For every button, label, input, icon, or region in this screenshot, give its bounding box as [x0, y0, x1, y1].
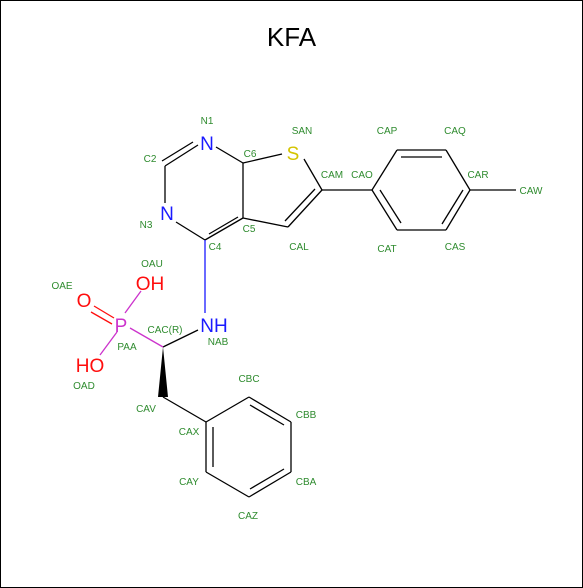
bond-cbc-cbb-double: [249, 404, 285, 426]
bond-cat-cao: [371, 189, 398, 231]
bond-n1-c2: [164, 144, 199, 167]
bonds: [90, 141, 516, 498]
bond-caz-cay: [205, 471, 250, 498]
label-cax: CAX: [179, 427, 200, 438]
label-caq: CAQ: [444, 126, 466, 137]
label-oae: OAE: [51, 281, 72, 292]
bond-paa-oae-double: [90, 311, 113, 325]
label-car: CAR: [467, 170, 488, 181]
label-cap: CAP: [377, 126, 398, 137]
element-p: P: [115, 316, 128, 337]
label-nab: NAB: [208, 337, 229, 348]
bond-caq-car: [445, 149, 471, 191]
label-cal: CAL: [289, 242, 309, 253]
bond-nab-cac: [162, 329, 199, 348]
molecule-title: KFA: [266, 22, 317, 52]
label-cao: CAO: [351, 170, 373, 181]
label-c2: C2: [144, 154, 157, 165]
bond-car-cas-double: [441, 189, 464, 225]
label-san: SAN: [292, 126, 313, 137]
label-cas: CAS: [445, 242, 466, 253]
bond-paa-oad: [99, 331, 118, 356]
bond-cba-caz: [248, 471, 292, 498]
bond-cam-cal: [287, 189, 323, 228]
atom-labels: N1 C2 N3 C4 C5 C6 SAN CAM CAL CAO CAP CA…: [51, 116, 543, 522]
label-cba: CBA: [296, 477, 317, 488]
label-oad: OAD: [73, 381, 95, 392]
label-c5: C5: [243, 224, 256, 235]
bond-c4-c5-double: [208, 216, 239, 235]
element-s: S: [287, 144, 300, 165]
element-o-double: O: [77, 291, 92, 312]
label-cav: CAV: [136, 404, 156, 415]
label-c6: C6: [244, 149, 257, 160]
bond-cba-caz-double: [249, 468, 285, 490]
element-nh: NH: [200, 316, 227, 337]
bond-cao-cap: [371, 149, 398, 191]
bond-paa-oau: [124, 290, 142, 314]
bond-s-cam: [303, 158, 323, 191]
label-cay: CAY: [179, 477, 199, 488]
bond-n1-c2-double: [161, 141, 194, 162]
bond-paa-oae: [93, 305, 115, 319]
element-n1: N: [200, 134, 214, 155]
label-cam: CAM: [321, 170, 343, 181]
bond-c4-c5: [204, 217, 244, 241]
label-cac: CAC(R): [148, 325, 183, 336]
label-caw: CAW: [520, 186, 544, 197]
bond-cat-cao-double: [379, 189, 402, 224]
bond-cac-paa: [129, 327, 164, 348]
wedge-cac-cav: [158, 347, 168, 397]
label-paa: PAA: [117, 342, 137, 353]
bond-n3-c4: [175, 221, 206, 241]
bond-cax-cbc: [205, 396, 250, 423]
label-oau: OAU: [141, 259, 163, 270]
element-oh-bottom: HO: [76, 356, 105, 377]
bond-c6-s: [242, 153, 283, 164]
label-caz: CAZ: [238, 511, 258, 522]
label-c4: C4: [209, 242, 222, 253]
bond-car-cas: [445, 189, 471, 231]
bond-cbc-cbb: [248, 396, 292, 423]
bond-cal-c5: [242, 217, 289, 228]
label-cbc: CBC: [238, 374, 259, 385]
label-cbb: CBB: [296, 410, 317, 421]
element-symbols: N N S NH P O OH HO: [76, 134, 300, 377]
bond-cam-cal-double: [284, 188, 316, 222]
label-n3: N3: [140, 220, 153, 231]
bond-c6-n1: [215, 146, 244, 164]
element-oh-top: OH: [136, 274, 165, 295]
bond-cav-cax: [162, 396, 207, 423]
label-n1: N1: [201, 116, 214, 127]
element-n3: N: [160, 204, 174, 225]
label-cat: CAT: [377, 244, 396, 255]
